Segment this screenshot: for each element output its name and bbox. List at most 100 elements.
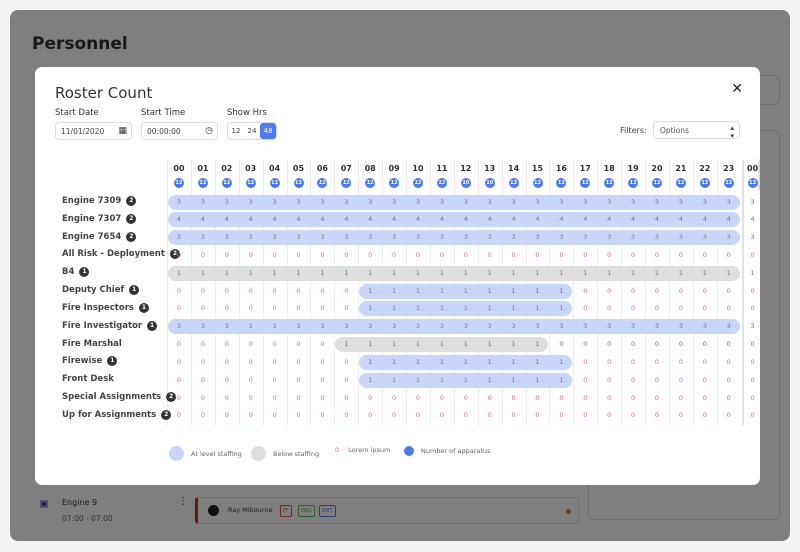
roster-cell: 0 [176,393,182,402]
roster-cell: 0 [750,411,755,420]
roster-cell: 3 [224,197,229,206]
at-level-band [168,194,740,210]
roster-cell: 0 [750,250,755,259]
roster-cell: 1 [368,357,373,366]
roster-cell: 0 [296,250,301,259]
roster-cell: 0 [248,411,253,420]
roster-cell: 0 [320,286,325,295]
roster-cell: 0 [702,411,707,420]
roster-cell: 0 [559,250,564,259]
roster-cell: 0 [224,375,229,384]
roster-cell: 3 [415,233,421,242]
roster-cell: 3 [726,233,731,242]
roster-cell: 0 [248,393,253,402]
at-level-band [168,212,740,228]
column-divider [190,160,192,425]
roster-cell: 4 [511,215,516,224]
roster-cell: 0 [248,375,253,384]
start-date-input[interactable]: 11/01/2020 ▦ [55,122,132,140]
roster-cell: 1 [368,268,373,277]
roster-cell: 0 [607,375,612,384]
roster-cell: 0 [320,304,325,313]
roster-cell: 0 [654,304,660,313]
legend-swatch-icon [169,446,184,461]
roster-cell: 1 [415,357,421,366]
roster-cell: 0 [248,357,253,366]
roster-cell: 0 [344,357,349,366]
roster-cell: 1 [511,357,516,366]
row-label-text: Engine 7309 [62,196,122,206]
roster-cell: 4 [368,215,373,224]
roster-cell: 1 [487,304,492,313]
roster-cell: 3 [320,233,325,242]
roster-cell: 4 [344,215,349,224]
roster-cell: 3 [296,322,301,331]
hour-label: 00 [747,164,759,173]
roster-cell: 0 [678,393,683,402]
roster-cell: 1 [750,268,755,277]
roster-cell: 3 [344,233,349,242]
row-label-text: Firewise [62,356,103,367]
show-hrs-12[interactable]: 12 [231,127,241,135]
legend-zero-sample: 0 [335,446,340,454]
roster-cell: 1 [392,268,397,277]
roster-cell: 0 [296,411,301,420]
roster-cell: 0 [702,250,707,259]
roster-cell: 0 [678,411,683,420]
roster-cell: 0 [631,375,636,384]
roster-cell: 0 [320,340,325,349]
roster-cell: 1 [248,268,253,277]
roster-cell: 0 [344,411,349,420]
roster-cell: 0 [583,250,588,259]
filters-select[interactable]: Options ▴▾ [653,121,740,140]
roster-cell: 3 [176,197,182,206]
roster-cell: 0 [559,340,564,349]
roster-cell: 0 [224,357,229,366]
roster-cell: 0 [272,304,277,313]
show-hrs-toggle[interactable]: 12 24 48 [227,122,277,140]
hour-label: 17 [579,164,591,173]
roster-cell: 1 [200,268,205,277]
row-label-text: Deputy Chief [62,285,125,296]
show-hrs-48[interactable]: 48 [260,123,276,139]
roster-cell: 0 [678,375,683,384]
roster-cell: 3 [344,197,349,206]
roster-cell: 0 [631,340,636,349]
roster-cell: 0 [439,393,444,402]
calendar-icon[interactable]: ▦ [118,126,127,136]
roster-cell: 4 [224,215,229,224]
show-hrs-24[interactable]: 24 [247,127,257,135]
apparatus-count-badge: 12 [413,178,423,188]
legend-swatch-icon [251,446,266,461]
roster-cell: 0 [750,393,755,402]
roster-cell: 3 [511,197,516,206]
roster-cell: 0 [176,411,182,420]
hour-label: 23 [723,164,735,173]
start-time-input[interactable]: 00:00:00 ◷ [141,122,218,140]
close-icon[interactable]: ✕ [731,81,743,97]
row-label-text: Engine 7307 [62,213,122,224]
roster-cell: 4 [392,215,397,224]
clock-icon[interactable]: ◷ [205,126,213,136]
legend-label: Number of apparatus [421,447,491,455]
row-count-badge: 2 [166,392,177,403]
roster-cell: 4 [631,215,636,224]
roster-cell: 3 [296,233,301,242]
row-label-text: Up for Assignments [62,409,157,420]
horizontal-scrollbar[interactable] [758,159,760,191]
roster-cell: 1 [463,375,468,384]
roster-cell: 0 [607,393,612,402]
roster-cell: 1 [535,304,540,313]
roster-cell: 0 [678,304,683,313]
apparatus-count-badge: 12 [652,178,662,188]
row-label-text: Front Desk [62,374,114,385]
roster-cell: 4 [607,215,612,224]
hour-label: 18 [603,164,615,173]
roster-cell: 1 [654,268,660,277]
apparatus-count-badge: 12 [532,178,543,188]
roster-cell: 0 [654,411,660,420]
roster-cell: 0 [176,375,182,384]
